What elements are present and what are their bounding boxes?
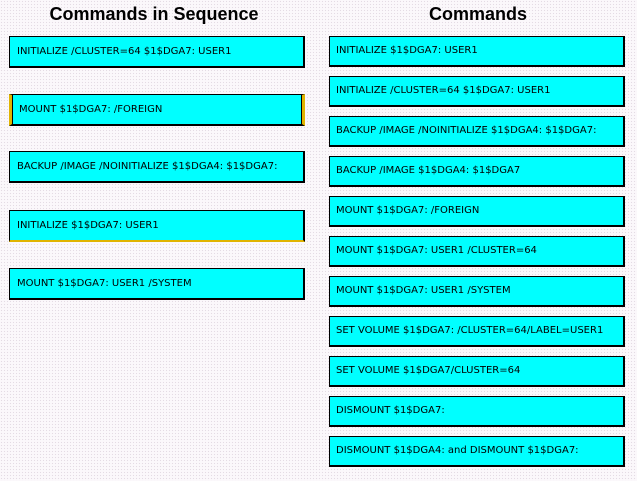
- command-tile[interactable]: INITIALIZE $1$DGA7: USER1: [329, 36, 625, 67]
- command-tile[interactable]: BACKUP /IMAGE /NOINITIALIZE $1$DGA4: $1$…: [329, 116, 625, 147]
- command-tile[interactable]: DISMOUNT $1$DGA7:: [329, 396, 625, 427]
- sequence-slot-3[interactable]: BACKUP /IMAGE /NOINITIALIZE $1$DGA4: $1$…: [9, 151, 305, 183]
- sequence-heading: Commands in Sequence: [49, 4, 259, 24]
- sequence-slot-4[interactable]: INITIALIZE $1$DGA7: USER1: [9, 210, 305, 242]
- command-tile[interactable]: BACKUP /IMAGE $1$DGA4: $1$DGA7: [329, 156, 625, 187]
- commands-heading: Commands: [428, 4, 527, 24]
- command-tile[interactable]: DISMOUNT $1$DGA4: and DISMOUNT $1$DGA7:: [329, 436, 625, 467]
- sequence-slot-1[interactable]: INITIALIZE /CLUSTER=64 $1$DGA7: USER1: [9, 36, 305, 68]
- sequence-slot-5[interactable]: MOUNT $1$DGA7: USER1 /SYSTEM: [9, 268, 305, 300]
- sequence-slot-2[interactable]: MOUNT $1$DGA7: /FOREIGN: [9, 94, 305, 126]
- command-tile[interactable]: SET VOLUME $1$DGA7/CLUSTER=64: [329, 356, 625, 387]
- command-tile[interactable]: MOUNT $1$DGA7: USER1 /SYSTEM: [329, 276, 625, 307]
- command-tile[interactable]: SET VOLUME $1$DGA7: /CLUSTER=64/LABEL=US…: [329, 316, 625, 347]
- command-tile[interactable]: INITIALIZE /CLUSTER=64 $1$DGA7: USER1: [329, 76, 625, 107]
- command-tile[interactable]: MOUNT $1$DGA7: /FOREIGN: [329, 196, 625, 227]
- command-tile[interactable]: MOUNT $1$DGA7: USER1 /CLUSTER=64: [329, 236, 625, 267]
